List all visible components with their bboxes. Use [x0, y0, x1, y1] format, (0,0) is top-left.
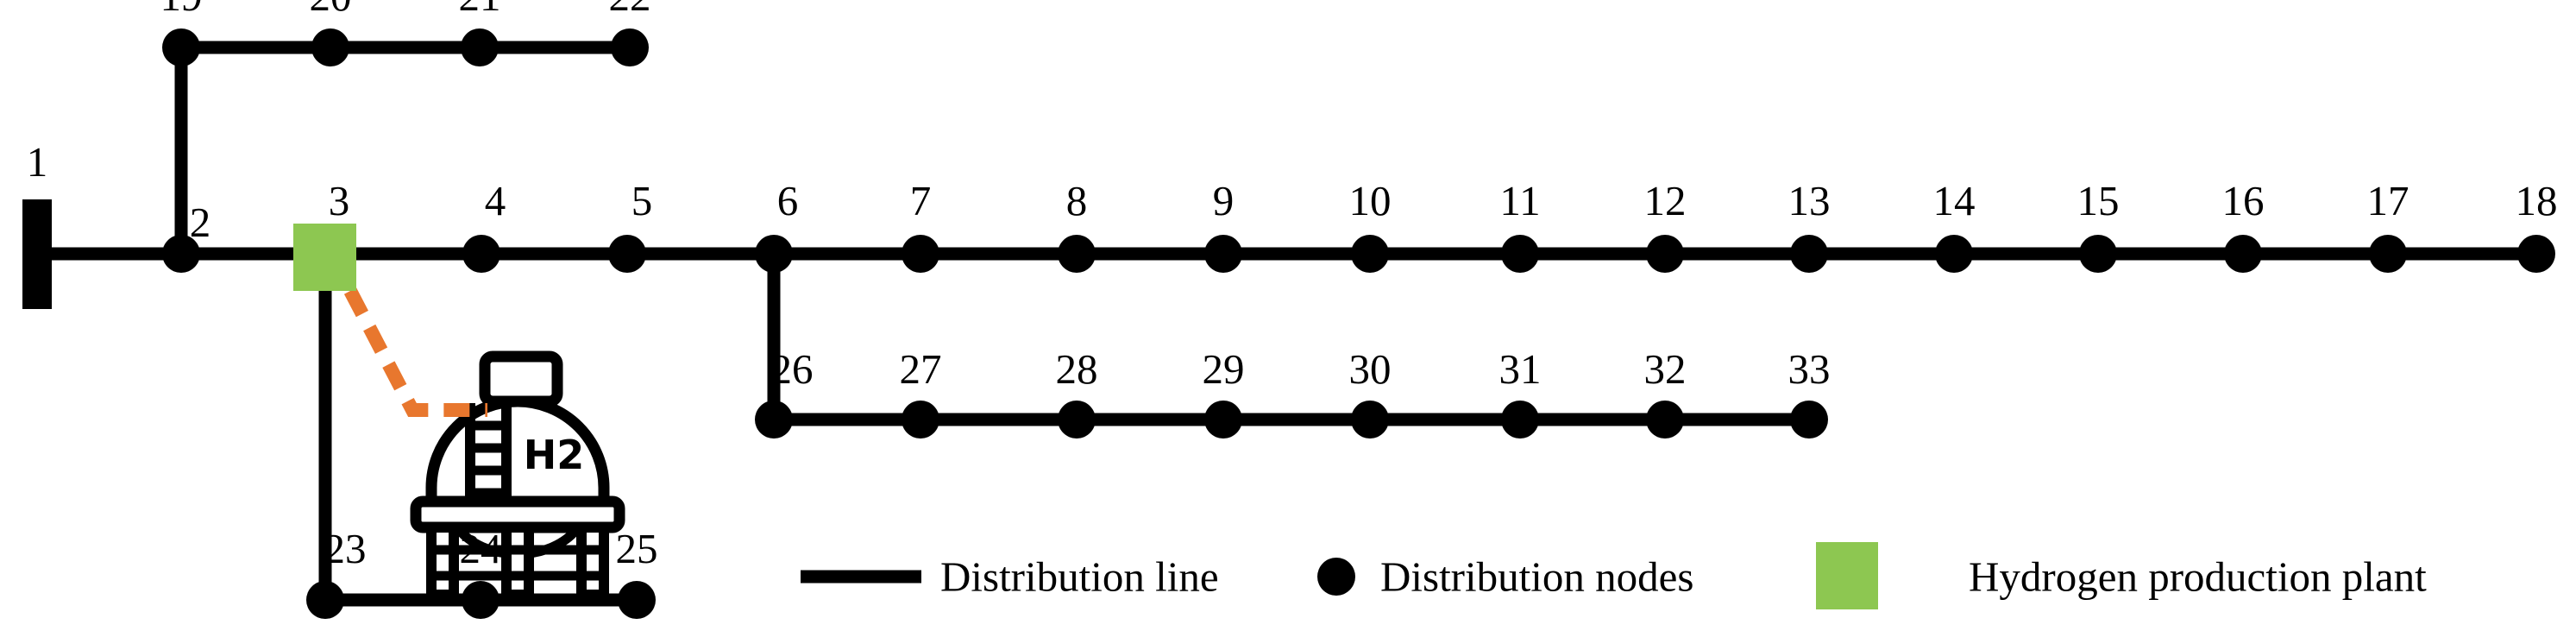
- tank-foot: [501, 590, 534, 600]
- node-dot-19[interactable]: [162, 28, 200, 66]
- node-label-23: 23: [324, 525, 367, 572]
- node-dot-13[interactable]: [1790, 235, 1828, 273]
- node-label-19: 19: [160, 0, 203, 17]
- node-dot-15[interactable]: [2079, 235, 2117, 273]
- node-dot-4[interactable]: [462, 235, 500, 273]
- node-label-21: 21: [459, 0, 501, 17]
- node-label-15: 15: [2077, 177, 2120, 224]
- node-label-4: 4: [484, 177, 506, 224]
- node-label-22: 22: [609, 0, 651, 17]
- tank-leg: [501, 522, 534, 600]
- node-label-13: 13: [1787, 177, 1831, 224]
- node-dot-9[interactable]: [1204, 235, 1242, 273]
- node-dot-8[interactable]: [1058, 235, 1096, 273]
- node-dot-2[interactable]: [162, 235, 200, 273]
- node-dot-12[interactable]: [1646, 235, 1684, 273]
- node-dot-28[interactable]: [1058, 401, 1096, 439]
- node-label-3: 3: [328, 177, 350, 224]
- node-dot-26[interactable]: [755, 401, 793, 439]
- node-dot-11[interactable]: [1501, 235, 1539, 273]
- node-label-7: 7: [909, 177, 932, 224]
- tank-leg: [576, 522, 609, 600]
- node-label-28: 28: [1055, 345, 1098, 393]
- node-dot-6[interactable]: [755, 235, 793, 273]
- node-label-30: 30: [1348, 345, 1392, 393]
- node-label-32: 32: [1643, 345, 1687, 393]
- node-label-25: 25: [615, 525, 658, 572]
- node-label-14: 14: [1932, 177, 1976, 224]
- legend-label-distribution-nodes: Distribution nodes: [1380, 552, 1694, 601]
- node-dot-18[interactable]: [2517, 235, 2555, 273]
- legend-label-distribution-line: Distribution line: [940, 552, 1219, 601]
- node-dot-32[interactable]: [1646, 401, 1684, 439]
- node-dot-25[interactable]: [618, 581, 656, 619]
- node-label-26: 26: [770, 345, 814, 393]
- node-label-5: 5: [631, 177, 653, 224]
- node-label-29: 29: [1202, 345, 1245, 393]
- node-dot-10[interactable]: [1351, 235, 1389, 273]
- tank-h2-label: H2: [524, 432, 585, 478]
- node-dot-16[interactable]: [2224, 235, 2262, 273]
- node-label-2: 2: [189, 199, 211, 246]
- node-label-24: 24: [459, 525, 502, 572]
- node-dot-24[interactable]: [462, 581, 499, 619]
- node-dot-21[interactable]: [461, 28, 499, 66]
- node-dot-33[interactable]: [1790, 401, 1828, 439]
- node-label-11: 11: [1499, 177, 1541, 224]
- tank-leg: [426, 522, 459, 600]
- node-label-33: 33: [1787, 345, 1831, 393]
- node-dot-23[interactable]: [306, 581, 344, 619]
- node-dot-14[interactable]: [1935, 235, 1973, 273]
- legend-square-swatch: [1816, 542, 1878, 609]
- hydrogen-production-plant-marker[interactable]: [293, 224, 356, 291]
- legend-label-hydrogen-production-plant: Hydrogen production plant: [1969, 552, 2427, 601]
- node-dot-27[interactable]: [902, 401, 939, 439]
- node-label-1: 1: [26, 138, 48, 186]
- node-label-16: 16: [2221, 177, 2265, 224]
- node-dot-31[interactable]: [1501, 401, 1539, 439]
- node-dot-20[interactable]: [311, 28, 349, 66]
- node-dot-17[interactable]: [2369, 235, 2407, 273]
- node-label-31: 31: [1498, 345, 1542, 393]
- node-label-6: 6: [776, 177, 799, 224]
- tank-foot: [576, 590, 609, 600]
- node-label-9: 9: [1212, 177, 1235, 224]
- node-dot-7[interactable]: [902, 235, 939, 273]
- node-label-18: 18: [2515, 177, 2558, 224]
- node-dot-22[interactable]: [611, 28, 649, 66]
- node-label-12: 12: [1643, 177, 1687, 224]
- hydrogen-tank-icon: H2: [410, 350, 625, 600]
- edge-hydrogen-pipeline: [343, 287, 487, 417]
- node-1-busbar[interactable]: [22, 199, 52, 309]
- node-label-27: 27: [899, 345, 942, 393]
- node-label-17: 17: [2366, 177, 2410, 224]
- legend-dot-swatch: [1317, 558, 1355, 596]
- node-label-8: 8: [1065, 177, 1088, 224]
- node-dot-29[interactable]: [1204, 401, 1242, 439]
- node-dots-group: [162, 28, 2555, 619]
- tank-foot: [426, 590, 459, 600]
- tank-hatch: [479, 350, 563, 407]
- node-label-10: 10: [1348, 177, 1392, 224]
- node-label-20: 20: [310, 0, 352, 17]
- node-dot-30[interactable]: [1351, 401, 1389, 439]
- node-dot-5[interactable]: [608, 235, 646, 273]
